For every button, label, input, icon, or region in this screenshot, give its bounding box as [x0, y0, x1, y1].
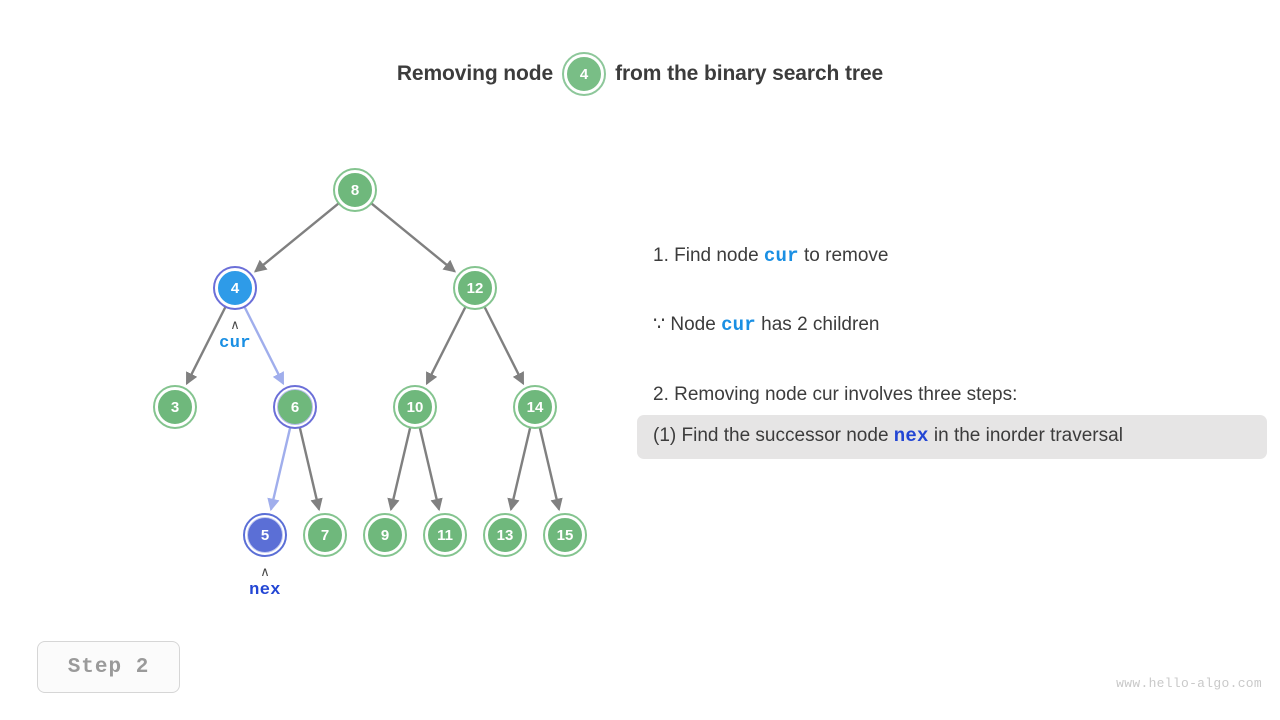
tree-node-6[interactable]: 6	[273, 385, 317, 429]
node-ring	[273, 385, 317, 429]
explanation-panel: 1. Find node cur to remove ∵ Node cur ha…	[637, 240, 1267, 459]
pointer-label-nex: ∧ nex	[249, 565, 281, 599]
line2-part-a: ∵ Node	[653, 313, 722, 335]
caret-up-icon: ∧	[230, 317, 240, 332]
line4-nex-token: nex	[893, 424, 929, 447]
line4-part-a: (1) Find the successor node	[653, 424, 894, 446]
node-ring	[213, 266, 257, 310]
pointer-label-cur: ∧ cur	[219, 318, 251, 352]
title-node-badge: 4	[562, 52, 607, 96]
tree-edge-layer	[185, 202, 563, 512]
tree-edge	[507, 427, 532, 512]
tree-node-9[interactable]: 9	[363, 513, 407, 557]
line2-cur-token: cur	[721, 313, 756, 336]
tree-node-10[interactable]: 10	[393, 385, 437, 429]
tree-edge	[418, 427, 443, 512]
tree-edge	[370, 202, 457, 273]
tree-edge	[538, 427, 563, 512]
node-label: 4	[217, 270, 253, 306]
tree-edge	[253, 202, 340, 273]
node-ring	[513, 385, 557, 429]
node-ring	[393, 385, 437, 429]
tree-node-12[interactable]: 12	[453, 266, 497, 310]
page-title: Removing node 4 from the binary search t…	[0, 52, 1280, 96]
node-label: 6	[277, 389, 313, 425]
pointer-name: cur	[219, 334, 251, 353]
line2-part-b: has 2 children	[755, 313, 880, 335]
node-label: 7	[307, 517, 343, 553]
node-label: 3	[157, 389, 193, 425]
explanation-line-4-highlighted: (1) Find the successor node nex in the i…	[637, 414, 1267, 459]
site-watermark: www.hello-algo.com	[1116, 676, 1262, 691]
node-ring	[333, 168, 377, 212]
tree-edge	[267, 427, 292, 512]
node-ring	[423, 513, 467, 557]
line4-part-b: in the inorder traversal	[928, 424, 1123, 446]
line1-part-b: to remove	[798, 245, 889, 266]
node-label: 12	[457, 270, 493, 306]
tree-node-15[interactable]: 15	[543, 513, 587, 557]
node-label: 4	[566, 56, 603, 92]
node-label: 13	[487, 517, 523, 553]
node-label: 10	[397, 389, 433, 425]
tree-edge	[298, 427, 323, 512]
explanation-line-2: ∵ Node cur has 2 children	[637, 309, 1267, 342]
step-badge-label: Step 2	[67, 655, 150, 679]
title-suffix: from the binary search tree	[615, 62, 884, 85]
tree-node-5[interactable]: 5	[243, 513, 287, 557]
tree-node-14[interactable]: 14	[513, 385, 557, 429]
node-ring	[562, 52, 607, 96]
tree-node-7[interactable]: 7	[303, 513, 347, 557]
title-prefix: Removing node	[396, 62, 554, 85]
tree-node-3[interactable]: 3	[153, 385, 197, 429]
node-ring	[363, 513, 407, 557]
node-ring	[243, 513, 287, 557]
tree-edge	[243, 306, 285, 386]
tree-node-11[interactable]: 11	[423, 513, 467, 557]
node-ring	[453, 266, 497, 310]
tree-edge	[425, 306, 467, 386]
line1-part-a: 1. Find node	[653, 245, 764, 266]
node-label: 11	[427, 517, 463, 553]
tree-edge	[387, 427, 412, 512]
node-ring	[543, 513, 587, 557]
node-ring	[303, 513, 347, 557]
node-label: 9	[367, 517, 403, 553]
tree-node-4[interactable]: 4	[213, 266, 257, 310]
explanation-line-3: 2. Removing node cur involves three step…	[653, 384, 1018, 406]
tree-node-13[interactable]: 13	[483, 513, 527, 557]
tree-node: 4	[562, 52, 607, 96]
node-label: 8	[337, 172, 373, 208]
node-label: 14	[517, 389, 553, 425]
pointer-name: nex	[249, 581, 281, 600]
node-ring	[483, 513, 527, 557]
tree-edge	[483, 306, 525, 386]
line1-cur-token: cur	[763, 245, 799, 267]
node-ring	[153, 385, 197, 429]
tree-node-8[interactable]: 8	[333, 168, 377, 212]
explanation-line-1: 1. Find node cur to remove	[637, 240, 1267, 273]
node-label: 5	[247, 517, 283, 553]
step-badge: Step 2	[37, 641, 180, 693]
caret-up-icon: ∧	[260, 564, 270, 579]
node-label: 15	[547, 517, 583, 553]
tree-edge	[185, 306, 227, 386]
